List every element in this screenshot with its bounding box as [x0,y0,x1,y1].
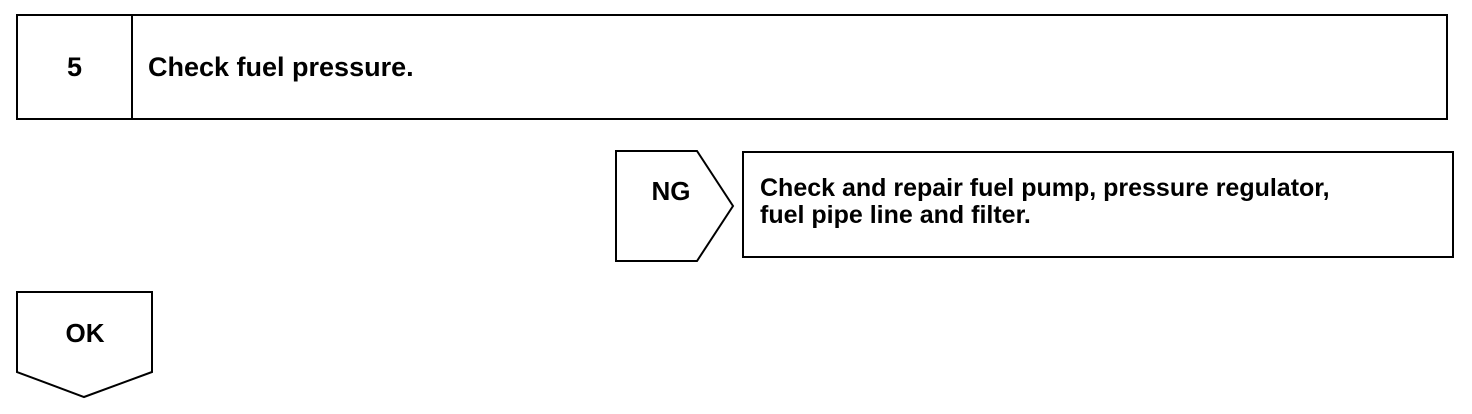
step-title: Check fuel pressure. [148,51,414,82]
ok-label: OK [65,318,105,348]
step-number: 5 [18,16,133,118]
ng-arrow-shape [615,150,735,262]
ng-result-box: Check and repair fuel pump, pressure reg… [742,151,1454,258]
ng-result-line-2: fuel pipe line and filter. [760,201,1031,229]
ng-label: NG [651,176,691,206]
ok-arrow-shape [16,291,153,399]
step-box: 5 Check fuel pressure. [16,14,1448,120]
ng-result-line-1: Check and repair fuel pump, pressure reg… [760,174,1330,202]
